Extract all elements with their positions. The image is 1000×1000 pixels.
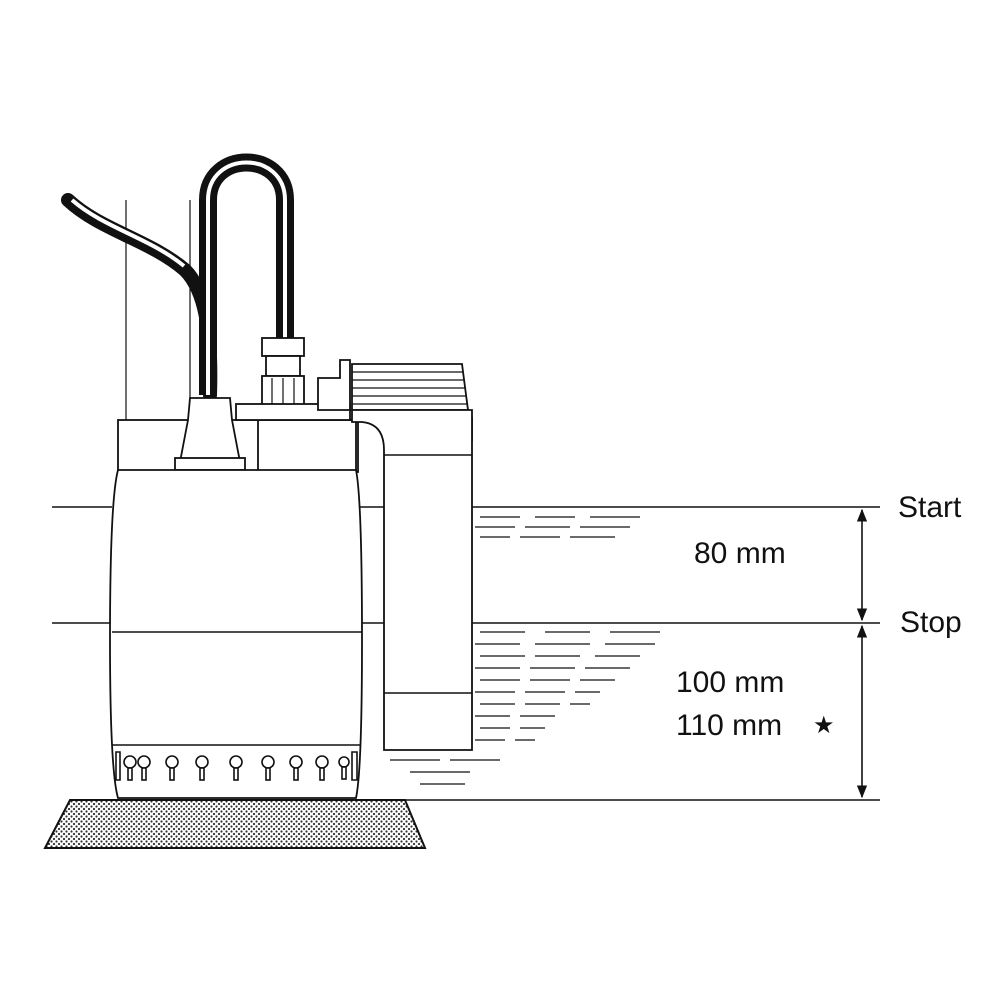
dim-stop-floor-label-1: 100 mm: [676, 666, 784, 699]
pump-top-housing: [117, 337, 359, 473]
water-ripples: [390, 516, 660, 785]
stone-base: [43, 799, 427, 849]
float-switch-icon: [351, 363, 473, 751]
dim-stop-floor-label-2: 110 mm: [676, 709, 782, 742]
power-cable-icon: [61, 153, 294, 402]
water-level-lines: [52, 506, 880, 801]
dim-start-stop-label: 80 mm: [694, 537, 786, 570]
intake-slots: [115, 751, 358, 781]
star-icon: ★: [813, 711, 835, 739]
stop-label: Stop: [900, 606, 962, 639]
start-label: Start: [898, 491, 962, 524]
pump-body: [109, 469, 363, 799]
